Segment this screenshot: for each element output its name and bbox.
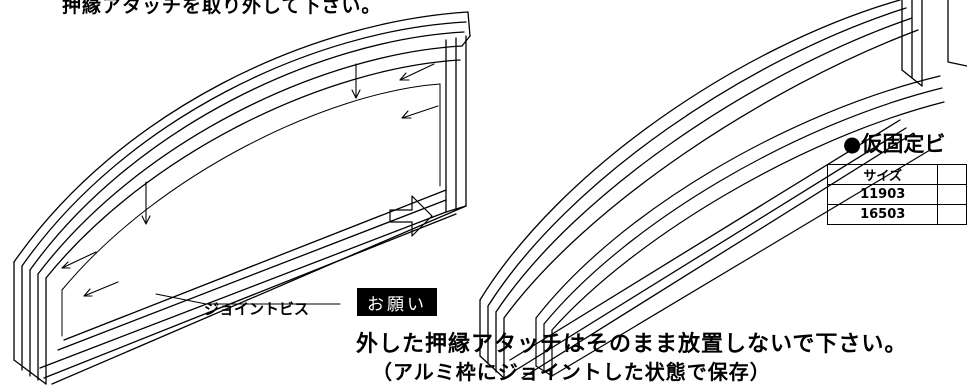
notice-subtext: （アルミ枠にジョイントした状態で保存） <box>372 360 771 384</box>
side-panel <box>947 0 967 67</box>
table-cell <box>937 164 967 185</box>
table-cell <box>937 204 967 225</box>
top-note: 押縁アタッチを取り外して下さい。 <box>62 0 382 17</box>
removal-arrows <box>61 63 439 297</box>
table-row: 11903 <box>826 184 967 205</box>
table-cell <box>937 184 967 205</box>
joint-screw-label: ジョイントビス <box>204 300 310 318</box>
notice-badge: お願い <box>357 288 437 316</box>
table-cell-size: 16503 <box>826 204 939 225</box>
table-row: 16503 <box>826 204 967 225</box>
right-arched-frame <box>479 0 923 379</box>
table-cell-size: 11903 <box>826 184 939 205</box>
temp-screw-table-title: ●仮固定ビ <box>843 132 946 156</box>
table-header-size: サイズ <box>826 164 939 185</box>
joint-screw-leader <box>155 293 341 305</box>
temp-screw-table: サイズ 11903 16503 <box>826 164 967 225</box>
notice-text: 外した押縁アタッチはそのまま放置しないで下さい。 <box>356 332 908 357</box>
table-header-row: サイズ <box>826 164 967 185</box>
process-arrow-icon <box>389 195 433 237</box>
left-arched-frame <box>13 11 471 385</box>
